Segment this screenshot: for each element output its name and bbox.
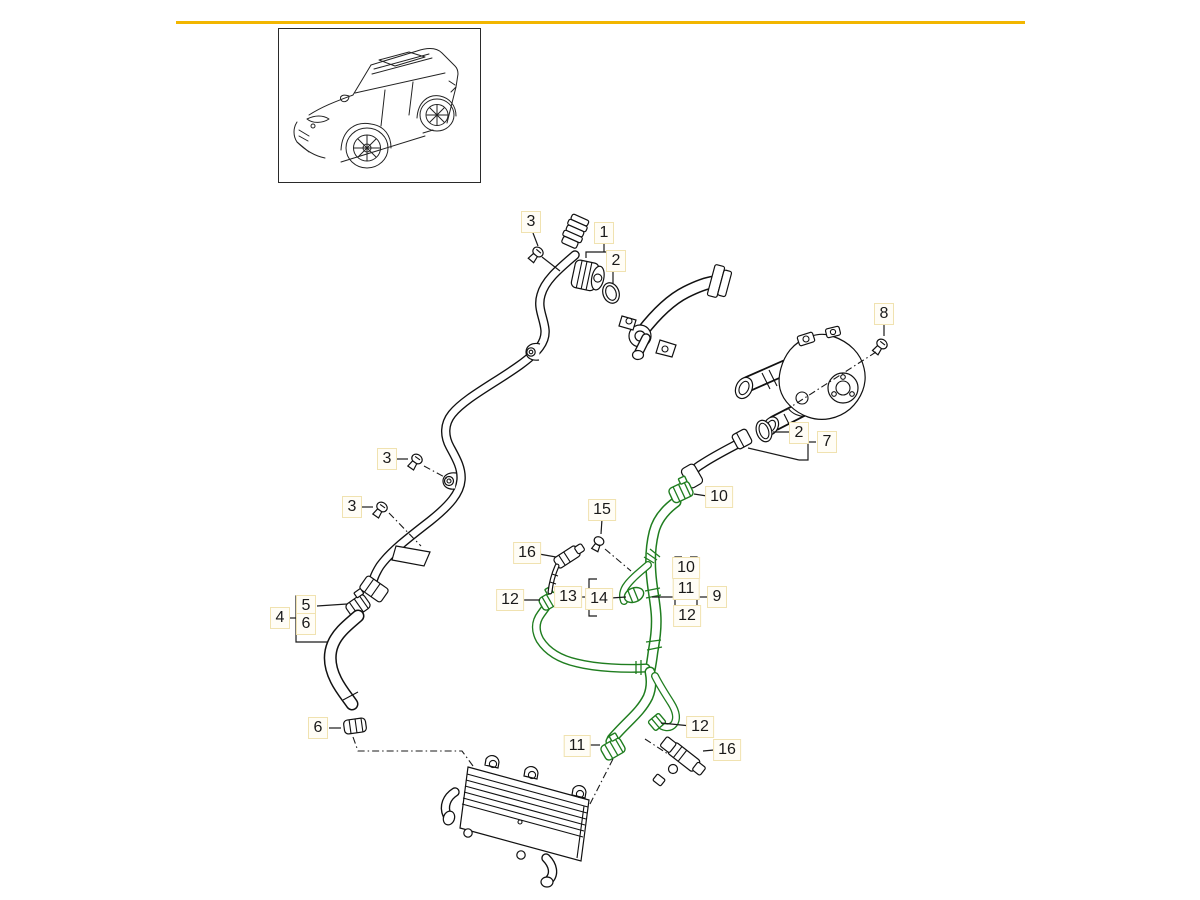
callout-3[interactable]: 3 [521, 211, 541, 233]
callout-2[interactable]: 2 [606, 250, 626, 272]
bolt-3-low [371, 501, 388, 519]
leader-lines [288, 232, 885, 805]
callout-9[interactable]: 9 [707, 586, 727, 608]
callout-15[interactable]: 15 [588, 499, 616, 521]
manifold-casting [618, 264, 733, 361]
bolt-8 [871, 338, 888, 356]
accent-rule [176, 21, 1025, 24]
callout-12[interactable]: 12 [673, 605, 701, 627]
vent-valve-16-upper [547, 543, 585, 595]
callout-7[interactable]: 7 [817, 431, 837, 453]
bolt-3-mid [406, 453, 423, 471]
callout-16[interactable]: 16 [713, 739, 741, 761]
callout-13[interactable]: 13 [554, 586, 582, 608]
o-ring-2-upper [602, 282, 620, 304]
water-pump [734, 325, 866, 436]
vehicle-thumbnail [278, 28, 481, 183]
callout-2[interactable]: 2 [789, 422, 809, 444]
callout-4[interactable]: 4 [270, 607, 290, 629]
bolt-3-top [527, 246, 544, 264]
callout-10[interactable]: 10 [705, 486, 733, 508]
coolant-pipe-1 [359, 213, 605, 603]
callout-1[interactable]: 1 [594, 222, 614, 244]
sensor-16-lower [652, 736, 706, 787]
callout-12[interactable]: 12 [686, 716, 714, 738]
callout-3[interactable]: 3 [377, 448, 397, 470]
green-hose-assembly [531, 496, 682, 746]
callout-3[interactable]: 3 [342, 496, 362, 518]
callout-11[interactable]: 11 [672, 578, 700, 600]
callout-11[interactable]: 11 [563, 735, 591, 757]
callout-16[interactable]: 16 [513, 542, 541, 564]
callout-6[interactable]: 6 [308, 717, 328, 739]
callout-10[interactable]: 10 [672, 557, 700, 579]
elbow-13-14 [619, 548, 661, 605]
callout-14[interactable]: 14 [585, 588, 613, 610]
callout-6[interactable]: 6 [296, 613, 316, 635]
oil-cooler [440, 754, 590, 888]
clamp-11-lower [600, 732, 626, 761]
bolt-15 [590, 536, 605, 553]
o-ring-2-lower [755, 419, 773, 443]
callout-12[interactable]: 12 [496, 589, 524, 611]
vehicle-line-art [293, 48, 459, 169]
hose-6-with-clamps [323, 588, 371, 735]
callout-8[interactable]: 8 [874, 303, 894, 325]
clamp-10 [668, 475, 694, 504]
hose-7 [680, 428, 753, 489]
